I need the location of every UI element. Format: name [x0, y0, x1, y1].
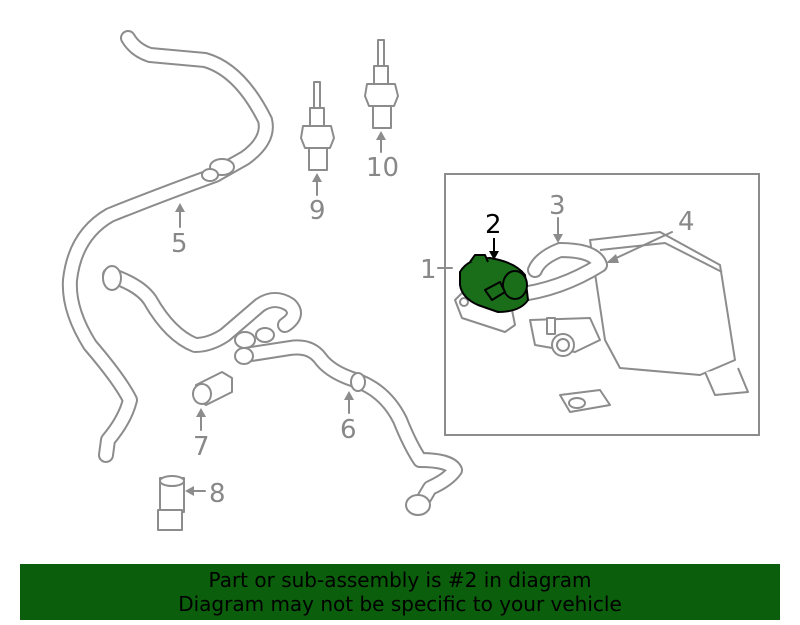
part-9-sensor: [300, 81, 335, 171]
callout-10: 10: [366, 153, 399, 183]
banner-line-1: Part or sub-assembly is #2 in diagram: [208, 568, 592, 592]
part-2-valve-highlighted: [459, 254, 529, 313]
part-4-canister: [529, 231, 749, 413]
callout-5: 5: [171, 229, 188, 259]
hose-assembly-upper: [102, 265, 302, 353]
part-3-hose: [507, 242, 608, 303]
part-7-connector: [192, 371, 233, 406]
info-banner: Part or sub-assembly is #2 in diagram Di…: [20, 564, 780, 620]
part-5-vent-hose: [61, 30, 274, 463]
part-6-hose: [234, 339, 463, 516]
leader-lines: [175, 131, 673, 496]
parts-diagram: 1 2 3 4 5 6 7 8 9 10: [61, 30, 760, 531]
part-10-sensor: [364, 39, 399, 129]
callout-9: 9: [309, 196, 326, 226]
callout-1: 1: [420, 255, 437, 285]
callout-6: 6: [340, 415, 357, 445]
part-8-fitting: [157, 475, 185, 531]
banner-line-2: Diagram may not be specific to your vehi…: [178, 592, 622, 616]
assembly-box: [444, 173, 760, 436]
callout-2: 2: [485, 210, 502, 240]
callout-4: 4: [678, 207, 695, 237]
callout-3: 3: [549, 191, 566, 221]
callout-7: 7: [193, 432, 210, 462]
callout-8: 8: [209, 479, 226, 509]
